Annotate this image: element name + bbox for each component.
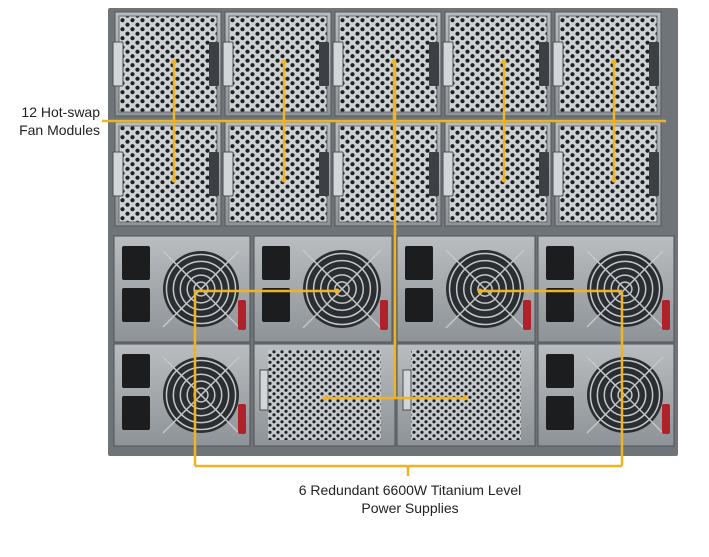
callout-dot [281,177,287,183]
fan-latch [539,152,549,196]
power-supply-module [396,235,536,343]
psu-label-line-2: Power Supplies [361,500,459,516]
fan-label-line-2: Fan Modules [19,122,100,138]
callout-dot [501,59,507,65]
callout-dot [281,59,287,65]
psu-release-latch [662,300,670,330]
fan-latch [429,152,439,196]
fan-module [332,121,442,227]
fan-handle [442,151,454,197]
fan-module [552,121,662,227]
callout-dot [611,177,617,183]
ac-inlet-icon [546,354,574,388]
psu-release-latch [662,404,670,434]
power-supply-module [537,343,675,447]
callout-dot [334,288,340,294]
fan-module [442,11,552,117]
ac-inlet-icon [262,246,290,280]
fan-handle [112,41,124,87]
fan-handle [112,151,124,197]
fan-label-line-1: 12 Hot-swap [21,104,100,120]
ac-inlet-icon [262,288,290,322]
fan-handle [552,151,564,197]
callout-lines [102,59,666,476]
fan-latch [209,152,219,196]
fan-module [222,11,332,117]
power-supply-module [113,343,251,447]
psu-release-latch [523,300,531,330]
fan-handle [332,41,344,87]
fan-latch [539,42,549,86]
fan-modules-callout-label: 12 Hot-swap Fan Modules [7,103,100,139]
callout-dot [171,59,177,65]
fan-latch [319,152,329,196]
psu-callout-label: 6 Redundant 6600W Titanium Level Power S… [230,481,590,517]
fan-module [332,11,442,117]
psu-release-latch [238,300,246,330]
callout-dot [322,395,328,401]
blank-bay [396,343,536,447]
power-supply-module [537,235,675,343]
power-supply-module [253,235,393,343]
blank-bay [253,343,396,447]
psu-release-latch [238,404,246,434]
fan-modules [112,11,662,227]
fan-handle [552,41,564,87]
ac-inlet-icon [122,246,150,280]
fan-handle [222,151,234,197]
ac-inlet-icon [546,396,574,430]
fan-module [112,121,222,227]
power-supply-module [113,235,251,343]
ac-inlet-icon [122,396,150,430]
psu-release-latch [380,300,388,330]
fan-module [112,11,222,117]
ac-inlet-icon [122,288,150,322]
psu-label-line-1: 6 Redundant 6600W Titanium Level [298,482,522,498]
fan-module [222,121,332,227]
ac-inlet-icon [546,246,574,280]
callout-dot [462,395,468,401]
fan-latch [649,42,659,86]
callout-dot [501,177,507,183]
ac-inlet-icon [405,288,433,322]
fan-latch [319,42,329,86]
ac-inlet-icon [405,246,433,280]
callout-dot [477,288,483,294]
power-supply-modules [113,235,675,447]
fan-module [552,11,662,117]
fan-latch [429,42,439,86]
callout-dot [611,59,617,65]
ac-inlet-icon [122,354,150,388]
fan-module [442,121,552,227]
fan-handle [332,151,344,197]
fan-handle [222,41,234,87]
fan-latch [209,42,219,86]
fan-latch [649,152,659,196]
fan-handle [442,41,454,87]
callout-dot [171,177,177,183]
ac-inlet-icon [546,288,574,322]
